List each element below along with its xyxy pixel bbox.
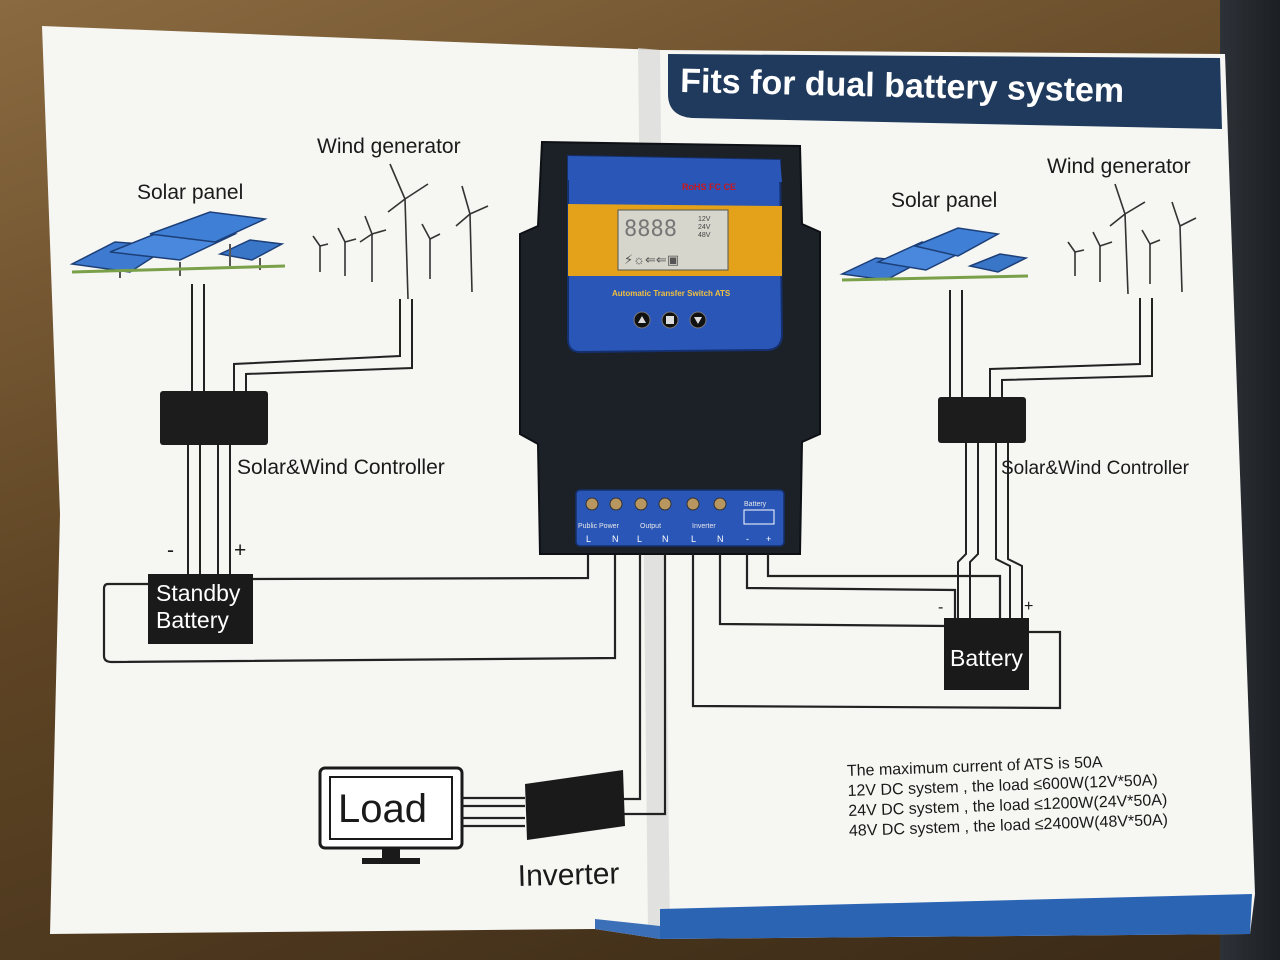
left-solar-label: Solar panel xyxy=(137,181,243,204)
lcd-voltage-12: 12V xyxy=(698,216,711,223)
right-solar-label: Solar panel xyxy=(891,189,997,212)
left-minus: - xyxy=(167,539,174,562)
wire xyxy=(245,299,413,394)
terminal-group-public: Public Power xyxy=(578,523,620,530)
footer-strip-left xyxy=(595,919,660,939)
wire xyxy=(969,443,979,618)
left-wind-generator-icon xyxy=(312,163,489,300)
left-controller-label: Solar&Wind Controller xyxy=(237,456,445,479)
terminal-letter: N xyxy=(612,534,619,544)
wire xyxy=(691,554,1062,710)
standby-battery-label-2: Battery xyxy=(156,607,229,633)
lcd-digits: 8888 xyxy=(624,217,677,242)
right-minus: - xyxy=(938,599,943,616)
right-solar-panel-icon xyxy=(839,227,1029,282)
title-banner xyxy=(668,54,1222,129)
lcd-screen xyxy=(617,209,729,271)
left-controller-box xyxy=(160,391,268,445)
wire xyxy=(957,443,967,618)
lcd-voltage-24: 24V xyxy=(698,224,711,231)
wire xyxy=(1007,443,1023,618)
wiring-diagram: Fits for dual battery system Solar panel… xyxy=(42,26,1255,939)
right-controller-label: Solar&Wind Controller xyxy=(1001,458,1190,479)
battery-terminal-icon xyxy=(743,509,775,525)
terminal-letter: - xyxy=(746,534,749,544)
wire xyxy=(102,554,617,664)
lcd-icons: ⚡☼⇐⇐▣ xyxy=(624,252,679,267)
wire xyxy=(1001,298,1153,399)
battery-box xyxy=(944,618,1029,690)
load-monitor-icon xyxy=(318,766,464,864)
terminal-screw-icon xyxy=(686,497,700,511)
terminal-group-inverter: Inverter xyxy=(692,523,716,530)
terminal-letter: N xyxy=(662,534,669,544)
terminal-strip xyxy=(575,489,785,547)
terminal-letter: N xyxy=(717,534,724,544)
ats-device: RoHS FC CE 8888 12V 24V 48V ⚡☼⇐⇐▣ Automa… xyxy=(519,140,821,555)
terminal-screw-icon xyxy=(634,497,648,511)
wire xyxy=(623,554,642,801)
left-wind-label: Wind generator xyxy=(317,135,461,158)
battery-label: Battery xyxy=(950,645,1023,671)
standby-battery-label-1: Standby xyxy=(156,580,241,606)
wire xyxy=(718,554,949,628)
right-wind-label: Wind generator xyxy=(1047,155,1191,178)
terminal-letter: + xyxy=(766,534,771,544)
wire xyxy=(766,554,1002,618)
wire xyxy=(233,299,401,394)
wire xyxy=(745,554,957,618)
terminal-screw-icon xyxy=(585,497,599,511)
left-solar-panel-icon xyxy=(69,211,286,278)
certifications-text: RoHS FC CE xyxy=(682,182,736,192)
inverter-box xyxy=(525,770,625,840)
right-wind-generator-icon xyxy=(1067,183,1197,295)
terminal-letter: L xyxy=(637,534,642,544)
lcd-voltage-48: 48V xyxy=(698,232,711,239)
wire xyxy=(989,298,1141,399)
right-controller-box xyxy=(938,397,1026,443)
terminal-screw-icon xyxy=(713,497,727,511)
device-name-text: Automatic Transfer Switch ATS xyxy=(612,289,731,298)
wire xyxy=(995,443,1011,618)
wire xyxy=(623,554,667,816)
wire xyxy=(252,554,590,581)
left-plus: + xyxy=(234,539,246,562)
manual-page: Fits for dual battery system Solar panel… xyxy=(20,14,1270,960)
terminal-group-output: Output xyxy=(640,523,661,530)
terminal-group-battery: Battery xyxy=(744,501,767,508)
inverter-label: Inverter xyxy=(517,857,620,893)
terminal-screw-icon xyxy=(609,497,623,511)
right-plus: + xyxy=(1024,598,1033,615)
terminal-letter: L xyxy=(691,534,696,544)
terminal-letter: L xyxy=(586,534,591,544)
terminal-screw-icon xyxy=(658,497,672,511)
footer-strip xyxy=(660,894,1252,939)
standby-battery-box xyxy=(148,574,253,644)
load-label: Load xyxy=(338,787,427,831)
